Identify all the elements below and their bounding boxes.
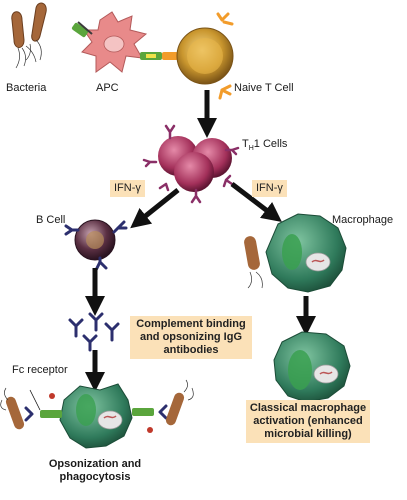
opsonization-line-1: Opsonization and: [48, 458, 142, 470]
th1-H: H: [248, 145, 254, 153]
opsonization-label: Opsonization and phagocytosis: [40, 458, 150, 484]
activated-macrophage-icon: [273, 331, 351, 403]
ifn-gamma-right: IFN-γ: [252, 180, 287, 197]
macrophage-icon: [244, 213, 347, 293]
phagocyte-icon: [0, 379, 194, 449]
complement-binding-box: Complement binding and opsonizing IgG an…: [130, 316, 252, 359]
b-cell-icon: [64, 219, 128, 272]
complement-line-3: antibodies: [163, 344, 219, 356]
classical-activation-box: Classical macrophage activation (enhance…: [246, 400, 370, 443]
th1-cells-label: TH1 Cells: [242, 138, 287, 155]
classical-line-1: Classical macrophage: [249, 402, 367, 414]
ifn-gamma-left: IFN-γ: [110, 180, 145, 197]
th1-cells-icon: [142, 124, 240, 204]
complement-line-1: Complement binding: [136, 318, 246, 330]
macrophage-label: Macrophage: [332, 214, 394, 226]
arrow-th1-to-macrophage: [230, 182, 282, 223]
arrow-th1-to-bcell: [130, 188, 180, 229]
th1-rest: 1 Cells: [253, 138, 288, 150]
apc-icon: [71, 11, 178, 73]
apc-label: APC: [96, 82, 119, 94]
bacteria-icon: [11, 2, 47, 69]
classical-line-3: microbial killing): [264, 428, 352, 440]
naive-t-cell-icon: [176, 12, 234, 100]
th1-T: T: [242, 138, 249, 150]
fc-receptor-pointer: [29, 389, 41, 411]
fc-receptor-label: Fc receptor: [12, 364, 68, 376]
naive-t-cell-label: Naive T Cell: [234, 82, 294, 94]
antibodies-icon: [68, 312, 120, 352]
bacteria-label: Bacteria: [6, 82, 47, 94]
classical-line-2: activation (enhanced: [253, 415, 363, 427]
complement-line-2: and opsonizing IgG: [139, 331, 243, 343]
opsonization-line-2: phagocytosis: [59, 471, 131, 483]
b-cell-label: B Cell: [36, 214, 66, 226]
